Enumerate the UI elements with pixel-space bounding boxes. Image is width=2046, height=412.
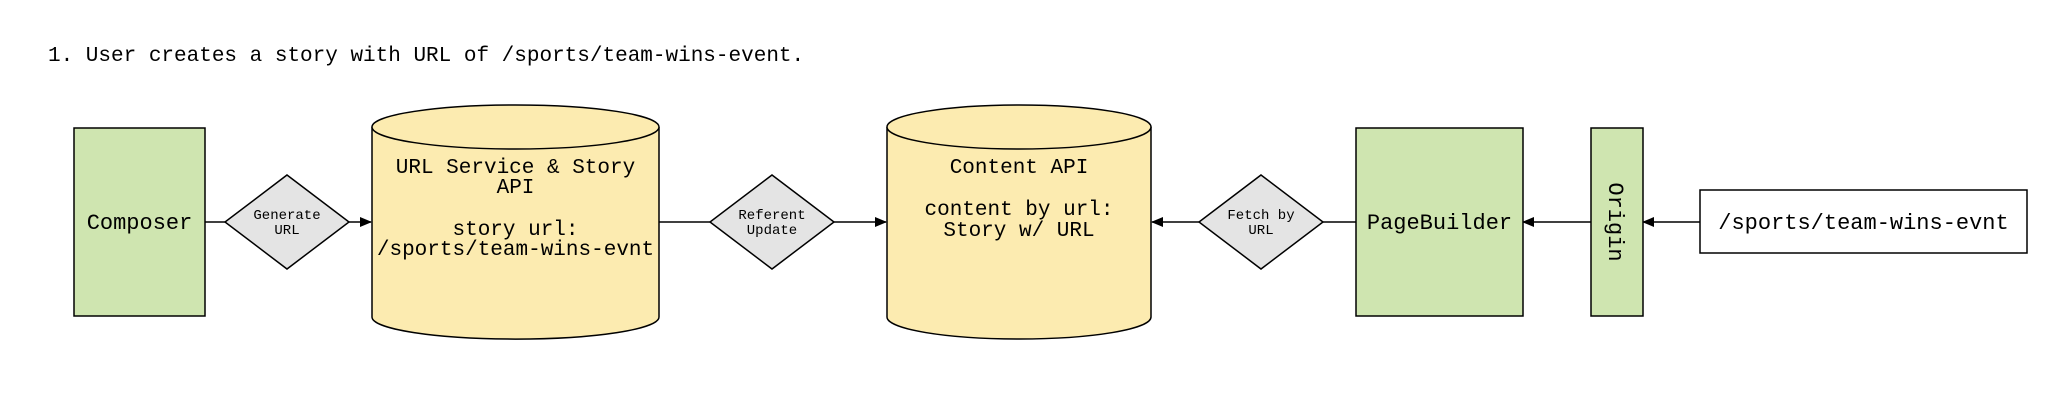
content-api-title: Content API bbox=[950, 157, 1089, 180]
content-api-body-line2: Story w/ URL bbox=[943, 220, 1094, 243]
url-service-title-line2: API bbox=[497, 177, 535, 200]
url-service-datastore: URL Service & Story API story url: /spor… bbox=[371, 104, 660, 340]
content-api-body-line1: content by url: bbox=[924, 199, 1113, 222]
referent-update-line1: Referent bbox=[738, 208, 805, 224]
url-service-title-line1: URL Service & Story bbox=[396, 157, 635, 180]
generate-url-decision: Generate URL bbox=[223, 174, 351, 270]
url-service-body-line1: story url: bbox=[452, 219, 578, 242]
generate-url-line1: Generate bbox=[253, 208, 320, 224]
referent-update-decision: Referent Update bbox=[708, 174, 836, 270]
content-api-datastore: Content API content by url: Story w/ URL bbox=[886, 104, 1152, 340]
pagebuilder-node: PageBuilder bbox=[1355, 127, 1524, 317]
fetch-by-url-decision: Fetch by URL bbox=[1197, 174, 1325, 270]
url-service-body-line2: /sports/team-wins-evnt bbox=[377, 239, 654, 262]
request-url-node: /sports/team-wins-evnt bbox=[1699, 189, 2028, 254]
composer-node: Composer bbox=[73, 127, 206, 317]
generate-url-line2: URL bbox=[274, 223, 299, 239]
request-url-label: /sports/team-wins-evnt bbox=[1718, 211, 2008, 236]
origin-label: Origin bbox=[1602, 182, 1627, 261]
fetch-by-url-line1: Fetch by bbox=[1227, 208, 1294, 224]
pagebuilder-label: PageBuilder bbox=[1367, 211, 1512, 236]
fetch-by-url-line2: URL bbox=[1248, 223, 1273, 239]
referent-update-line2: Update bbox=[747, 223, 797, 239]
diagram-heading: 1. User creates a story with URL of /spo… bbox=[48, 45, 804, 68]
composer-label: Composer bbox=[87, 211, 193, 236]
origin-node: Origin bbox=[1590, 127, 1644, 317]
